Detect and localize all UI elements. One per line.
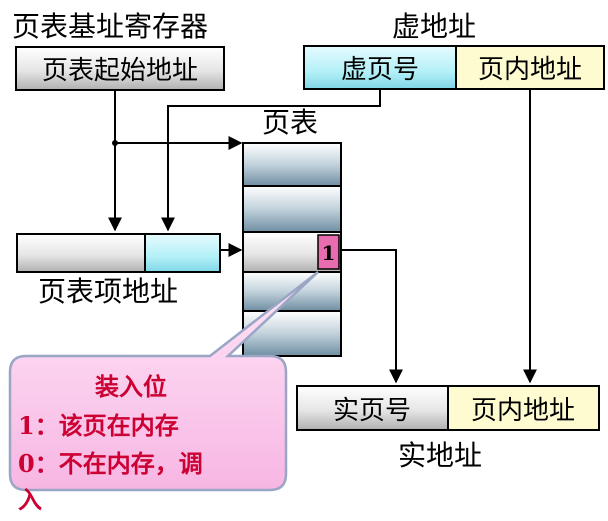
page-table-start-label: 页表起始地址 [42,56,198,86]
pte-address-base-part [16,233,146,273]
page-table-row [242,142,342,187]
present-bit-cell [317,234,340,270]
real-address-label: 实地址 [398,439,482,472]
pte-address-label: 页表项地址 [38,275,178,308]
real-page-offset-label: 页内地址 [471,396,575,426]
real-page-number-label: 实页号 [333,396,411,426]
real-page-offset-box [447,385,600,431]
present-bit-value: 1 [322,241,336,265]
virtual-page-offset-label: 页内地址 [478,55,582,85]
page-table-start-box [15,46,225,91]
junction-dot [112,140,118,146]
page-table-base-register-label: 页表基址寄存器 [12,10,208,43]
callout-line-1: 1：该页在内存 [18,411,179,440]
pte-address-index-part [144,233,221,273]
virtual-address-label: 虚地址 [392,10,476,43]
connectors [108,89,537,384]
virtual-page-number-label: 虚页号 [341,55,419,85]
page-table-row [242,185,342,233]
page-table-label: 页表 [262,106,318,139]
callout-line-2: 0：不在内存，调 [18,449,203,478]
callout-line-3: 入 [18,485,42,514]
arrow-entry-to-real-page [341,249,403,384]
virtual-page-number-box [303,45,457,90]
present-bit-callout [8,271,319,492]
real-page-number-box [296,385,449,431]
callout-title: 装入位 [95,372,167,401]
arrow-vpn-to-pte [161,89,381,232]
